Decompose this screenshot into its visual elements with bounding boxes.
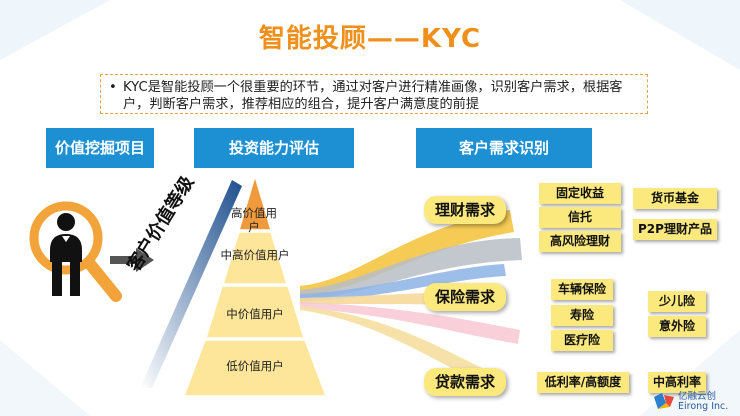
pyramid-level-mid-high: 中高价值用户 xyxy=(220,248,290,262)
product-p2p: P2P理财产品 xyxy=(633,219,717,240)
product-low-rate: 低利率/高额度 xyxy=(537,372,629,393)
description-text: KYC是智能投顾一个很重要的环节，通过对客户进行精准画像，识别客户需求，根据客户… xyxy=(123,80,623,112)
magnifier-person-icon xyxy=(29,201,122,302)
category-wealth: 理财需求 xyxy=(424,196,506,224)
pyramid-level-low: 低价值用户 xyxy=(226,359,284,373)
product-accident-insurance: 意外险 xyxy=(648,316,706,337)
product-vehicle-insurance: 车辆保险 xyxy=(551,279,613,300)
company-watermark: 亿融云创 Eirong Inc. xyxy=(678,391,729,412)
value-level-label: 客户价值等级 xyxy=(123,172,199,276)
description-box: • KYC是智能投顾一个很重要的环节，通过对客户进行精准画像，识别客户需求，根据… xyxy=(100,74,648,114)
header-value-mining: 价值挖掘项目 xyxy=(46,128,154,168)
product-high-risk: 高风险理财 xyxy=(539,231,621,252)
product-money-fund: 货币基金 xyxy=(633,188,717,209)
header-customer-needs: 客户需求识别 xyxy=(416,128,592,168)
product-child-insurance: 少儿险 xyxy=(648,291,706,312)
page-title: 智能投顾——KYC xyxy=(258,24,482,54)
header-investment-ability: 投资能力评估 xyxy=(194,128,354,168)
product-life-insurance: 寿险 xyxy=(551,305,613,326)
category-insurance: 保险需求 xyxy=(424,283,506,311)
pyramid-level-high: 高价值用户 xyxy=(231,206,277,234)
product-fixed-income: 固定收益 xyxy=(539,183,621,204)
product-mid-high-rate: 中高利率 xyxy=(648,372,706,393)
bullet-icon: • xyxy=(109,80,117,95)
company-logo xyxy=(654,393,674,409)
product-trust: 信托 xyxy=(539,207,621,228)
category-loan: 贷款需求 xyxy=(424,368,506,396)
pyramid-level-mid: 中价值用户 xyxy=(226,307,284,321)
product-medical-insurance: 医疗险 xyxy=(551,330,613,351)
